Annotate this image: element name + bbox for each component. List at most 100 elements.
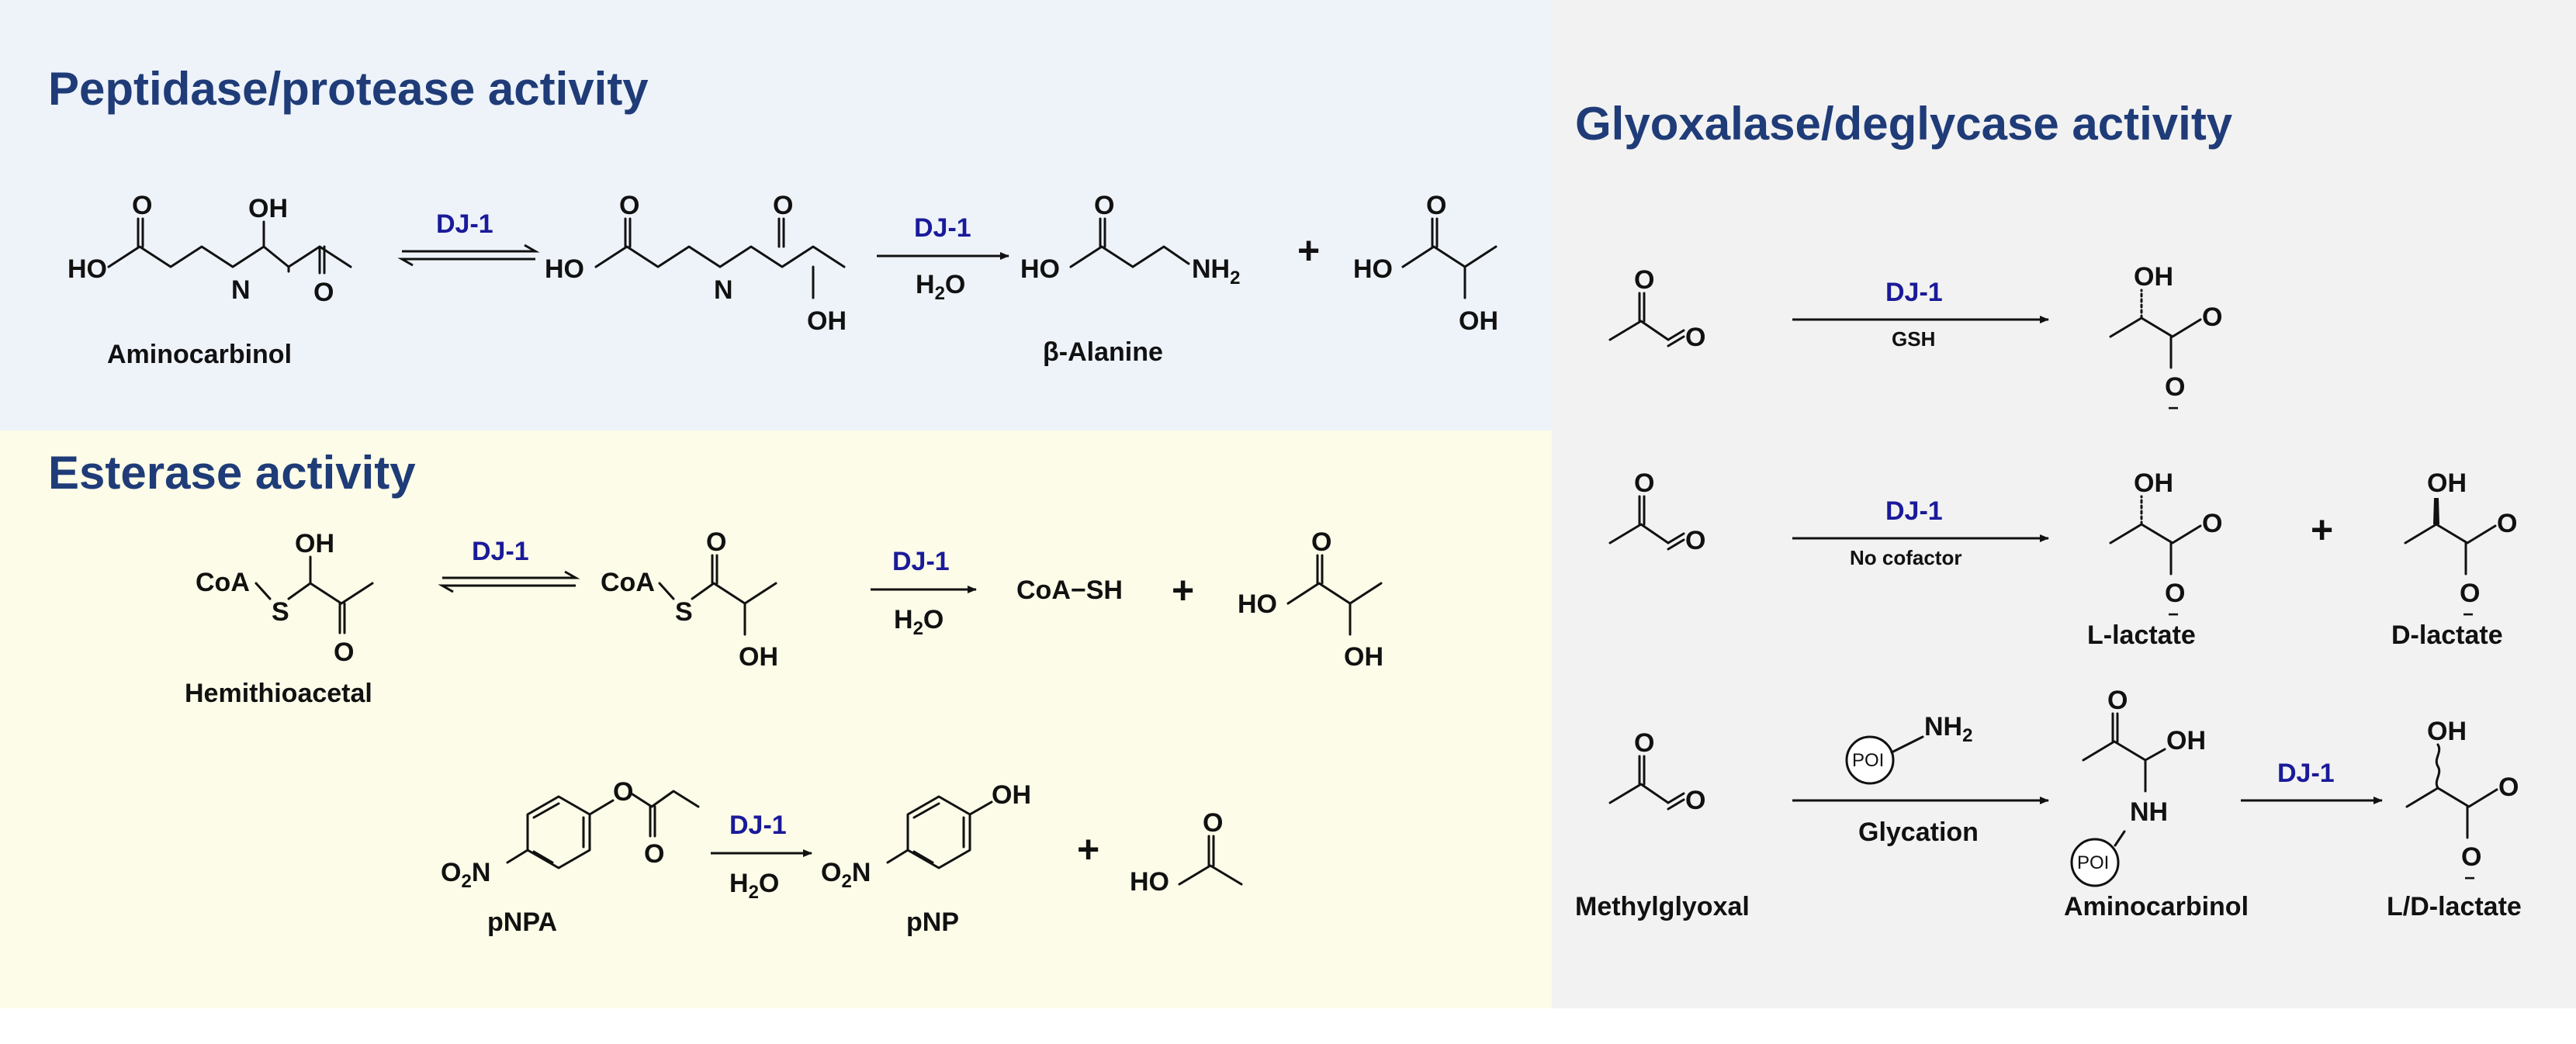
atom-label: OH	[2134, 468, 2173, 498]
poi-amine-structure: POI NH2	[1845, 712, 1972, 785]
methylglyoxal-structure: O O	[1608, 468, 1705, 555]
hemithioacetal-label: Hemithioacetal	[185, 679, 372, 708]
atom-label: S	[675, 597, 693, 627]
enzyme-label: DJ-1	[892, 547, 950, 576]
lactic-acid-structure: HO O OH	[1353, 191, 1498, 336]
equilibrium-arrow	[397, 244, 540, 267]
enzyme-label: DJ-1	[1885, 496, 1943, 526]
atom-label: O	[132, 191, 152, 220]
atom-label: OH	[248, 194, 288, 223]
atom-label: HO	[1130, 867, 1169, 897]
atom-label: O	[1634, 468, 1654, 498]
enzyme-label: DJ-1	[436, 209, 493, 239]
beta-alanine-structure: HO O NH2	[1020, 191, 1240, 289]
poi-label: POI	[2077, 852, 2109, 873]
atom-label: NH2	[1924, 712, 1972, 746]
atom-label: HO	[1238, 589, 1277, 619]
atom-label: O	[2202, 509, 2222, 538]
atom-label: OH	[2427, 468, 2467, 498]
atom-label: O2N	[821, 858, 871, 892]
l-lactate-label: L-lactate	[2087, 621, 2196, 650]
atom-label: HO	[545, 254, 584, 284]
l-lactate-structure: OH O O −	[2109, 468, 2222, 625]
atom-label: CoA	[601, 568, 655, 597]
plus-sign: +	[2311, 508, 2333, 551]
glyoxalase-title: Glyoxalase/deglycase activity	[1575, 98, 2233, 150]
atom-label: O	[2498, 773, 2519, 802]
pnp-structure: OH O2N	[821, 780, 1031, 892]
atom-label: O	[613, 777, 633, 807]
peptidase-panel-bg	[0, 0, 1552, 430]
atom-label: OH	[1344, 642, 1383, 672]
atom-label: O	[1634, 265, 1654, 295]
atom-label: OH	[739, 642, 778, 672]
methylglyoxal-label: Methylglyoxal	[1575, 892, 1750, 921]
atom-label: −	[2464, 868, 2475, 889]
atom-label: S	[272, 597, 289, 627]
atom-label: O	[2461, 842, 2481, 872]
enzyme-label: DJ-1	[2277, 759, 2335, 788]
lactoyl-coa-structure: CoA S O OH	[601, 527, 778, 672]
plus-sign: +	[1172, 569, 1194, 612]
pnpa-structure: O O O2N	[441, 777, 700, 892]
atom-label: O	[1685, 526, 1705, 555]
enzyme-label: DJ-1	[729, 811, 787, 840]
methylglyoxal-structure: O O	[1608, 265, 1705, 352]
pnpa-label: pNPA	[487, 907, 557, 937]
poi-label: POI	[1852, 750, 1884, 771]
atom-label: O	[2165, 579, 2185, 608]
cofactor-label: No cofactor	[1850, 546, 1961, 569]
atom-label: OH	[2134, 262, 2173, 292]
d-lactate-label: D-lactate	[2391, 621, 2503, 650]
atom-label: OH	[807, 306, 847, 336]
acetic-acid-structure: HO O	[1130, 808, 1243, 897]
atom-label: O	[2202, 302, 2222, 332]
atom-label: O	[2497, 509, 2517, 538]
enzyme-label: DJ-1	[472, 537, 529, 566]
water-label: H2O	[916, 270, 965, 304]
beta-alanine-label: β-Alanine	[1043, 337, 1163, 367]
aminocarbinol-poi-structure: POI O OH NH	[2070, 686, 2206, 887]
aminocarbinol-structure: HO O OH N H O	[68, 191, 352, 307]
atom-label: HO	[68, 254, 107, 284]
ld-lactate-label: L/D-lactate	[2387, 892, 2522, 921]
atom-label: HO	[1353, 254, 1393, 284]
atom-label: OH	[1459, 306, 1498, 336]
d-lactate-structure: OH O O −	[2404, 468, 2517, 625]
coash-label: CoA−SH	[1016, 576, 1123, 605]
hemithioacetal-structure: CoA S OH O	[196, 529, 374, 667]
atom-label: NH	[2130, 797, 2168, 827]
esterase-panel-bg	[0, 430, 1552, 1008]
atom-label: OH	[2427, 717, 2467, 746]
atom-label: O	[313, 278, 334, 307]
atom-label: O	[1634, 728, 1654, 758]
esterase-title: Esterase activity	[48, 447, 416, 499]
atom-label: −	[2168, 604, 2179, 625]
atom-label: N	[231, 275, 251, 305]
atom-label: OH	[992, 780, 1031, 810]
peptidase-title: Peptidase/protease activity	[48, 63, 649, 115]
plus-sign: +	[1297, 229, 1320, 272]
atom-label: O	[2107, 686, 2128, 715]
methylglyoxal-structure: O O	[1608, 728, 1705, 815]
atom-label: NH2	[1192, 254, 1240, 289]
enzyme-label: DJ-1	[1885, 278, 1943, 307]
atom-label: N	[714, 275, 733, 305]
atom-label: O	[1311, 527, 1331, 557]
glycation-label: Glycation	[1858, 818, 1979, 847]
atom-label: CoA	[196, 568, 250, 597]
glyoxalase-panel-bg	[1552, 0, 2576, 1008]
lactate-structure: OH O O −	[2109, 262, 2222, 419]
equilibrium-arrow	[438, 570, 580, 593]
atom-label: O	[2460, 579, 2480, 608]
atom-label: O	[334, 638, 354, 667]
lactic-acid-structure: HO O OH	[1238, 527, 1383, 672]
atom-label: HO	[1020, 254, 1060, 284]
pnp-label: pNP	[906, 907, 959, 937]
water-label: H2O	[894, 605, 943, 639]
atom-label: O	[644, 839, 664, 869]
atom-label: O	[1685, 786, 1705, 815]
aminocarbinol-label: Aminocarbinol	[2064, 892, 2249, 921]
atom-label: O	[2165, 372, 2185, 402]
